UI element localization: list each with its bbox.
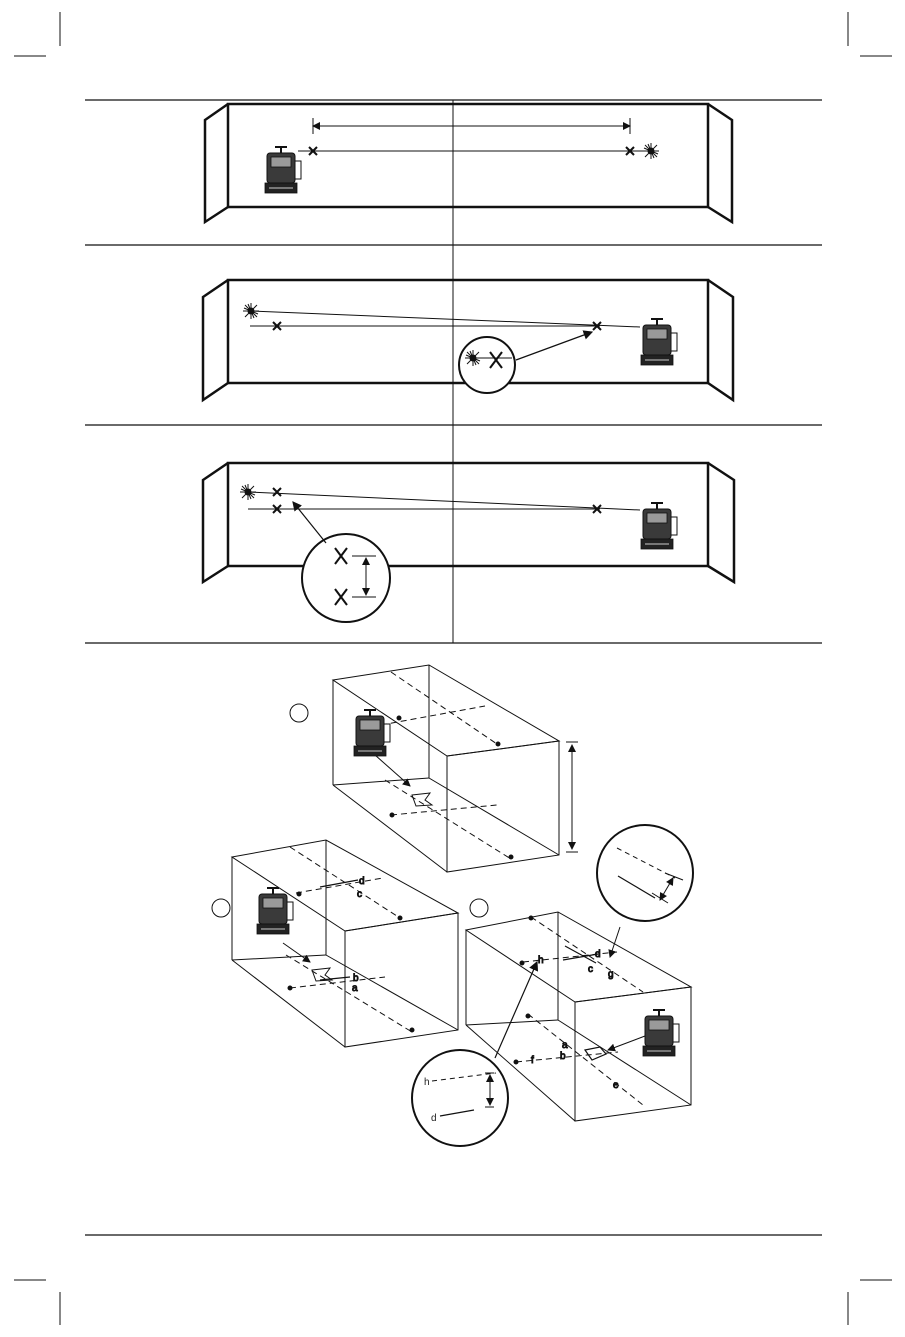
laser-dot-burst-icon: [465, 350, 481, 366]
laser-level-device-icon: [641, 503, 677, 549]
label-f: f: [531, 1055, 534, 1066]
laser-level-device-icon: [265, 147, 301, 193]
label-a: a: [352, 983, 358, 994]
zoom-circle-lower: h d: [412, 962, 537, 1146]
box-diagram-2: d c b a: [212, 840, 458, 1047]
laser-dot-burst-icon: [643, 143, 659, 159]
box-diagram-1: [290, 665, 578, 872]
laser-level-device-icon: [641, 319, 677, 365]
laser-dot-burst-icon: [240, 484, 256, 500]
label-g: g: [608, 969, 614, 980]
label-d: d: [359, 876, 365, 887]
room-diagram-2: [203, 280, 733, 400]
label-c: c: [357, 889, 362, 900]
label-a: a: [562, 1040, 568, 1051]
laser-dot-burst-icon: [243, 303, 259, 319]
room-diagram-1: [205, 104, 732, 222]
label-c: c: [588, 964, 593, 975]
laser-level-device-icon: [257, 888, 293, 934]
room-diagram-3: [203, 463, 734, 622]
zoom-label-d: d: [431, 1113, 437, 1124]
laser-level-device-icon: [643, 1010, 679, 1056]
zoom-circle-upper: [597, 825, 693, 921]
label-b: b: [560, 1051, 566, 1062]
zoom-label-h: h: [424, 1077, 430, 1088]
label-h: h: [538, 955, 544, 966]
label-d: d: [595, 949, 601, 960]
laser-level-device-icon: [354, 710, 390, 756]
label-e: e: [613, 1080, 619, 1091]
x-mark-icon: [273, 488, 281, 496]
